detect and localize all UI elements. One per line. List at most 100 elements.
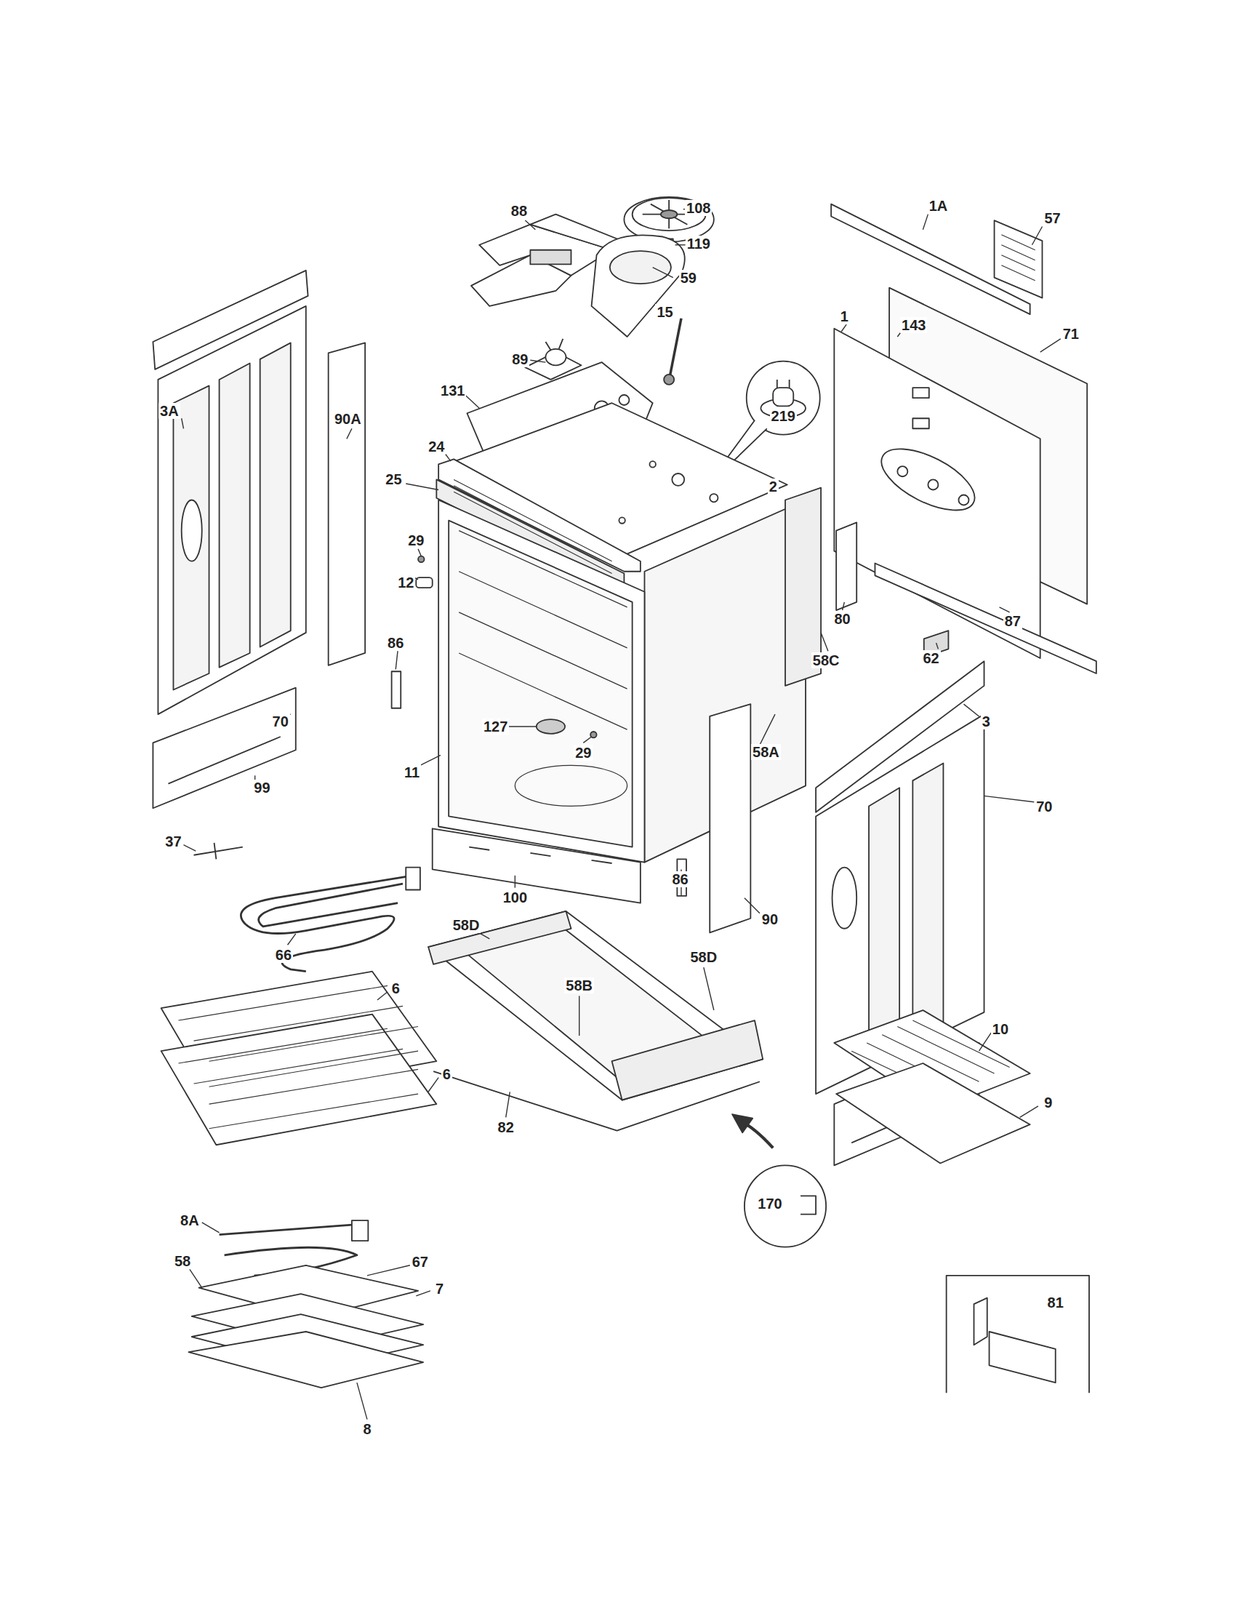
callout-number: 80 [832, 610, 852, 627]
back-panel [833, 328, 1040, 658]
leader-lines [189, 1268, 203, 1287]
back-panel [958, 494, 969, 505]
top-plate [671, 473, 685, 486]
leader-lines [395, 650, 398, 669]
callout-number: 119 [685, 235, 712, 252]
callout-number: 143 [900, 316, 927, 333]
left-side-panel [181, 500, 203, 562]
callout-number: 9 [1042, 1094, 1054, 1111]
oven-rack [178, 1028, 419, 1129]
top-plate [709, 493, 718, 502]
bracket-inset [732, 1113, 753, 1133]
leader-lines [465, 394, 480, 408]
callout-number: 59 [679, 269, 698, 286]
inset-box [989, 1331, 1056, 1383]
oven-cavity [536, 719, 565, 734]
thermal-switch [545, 348, 566, 365]
leader-lines [183, 844, 196, 851]
base-frame [433, 1070, 760, 1130]
leader-lines [287, 933, 296, 945]
back-panel [912, 387, 929, 398]
leader-lines [418, 548, 421, 557]
broil-pan [836, 1062, 1031, 1164]
temperature-probe [663, 374, 674, 385]
left-side-panel [173, 385, 209, 690]
callout-number: 37 [163, 833, 183, 850]
back-panel [872, 436, 984, 523]
leader-lines [963, 703, 979, 717]
callout-number: 70 [271, 713, 291, 730]
broil-element [194, 842, 243, 859]
leader-lines [530, 359, 546, 363]
leader-lines [979, 1032, 992, 1051]
leader-lines [936, 642, 939, 649]
back-panel [927, 479, 938, 490]
callout-number: 90 [760, 911, 780, 927]
left-side-panel [157, 306, 306, 714]
base-frame [428, 911, 571, 965]
leader-lines [842, 602, 845, 611]
small-hardware [415, 577, 432, 588]
leader-lines [420, 754, 441, 765]
callout-number: 86 [386, 634, 405, 651]
back-panel [831, 204, 1097, 674]
callout-number: 99 [252, 779, 272, 796]
thermostat-inset [777, 379, 790, 388]
callout-number: 87 [1003, 612, 1023, 629]
callout-number: 3 [980, 713, 992, 730]
right-side-panel [832, 867, 858, 929]
callout-number: 3A [158, 402, 181, 419]
left-side-panel [167, 736, 280, 784]
leader-lines [1031, 226, 1042, 245]
base-frame [428, 911, 763, 1131]
callout-number: 219 [769, 407, 797, 424]
leader-lines [583, 736, 592, 743]
back-panel [897, 466, 908, 477]
leader-lines [428, 1077, 439, 1093]
leader-lines [415, 1290, 431, 1296]
bake-element [188, 1220, 424, 1388]
leader-lines [703, 966, 714, 1010]
callout-number: 100 [501, 889, 529, 906]
broil-element [258, 883, 403, 927]
leader-lines [578, 995, 580, 1036]
leader-lines [346, 428, 352, 439]
oven-cavity [514, 764, 627, 806]
leader-lines [652, 267, 674, 278]
leader-lines [922, 214, 928, 230]
inset-box [946, 1275, 1090, 1393]
leader-lines [377, 991, 388, 1000]
callout-number: 1A [927, 197, 950, 214]
fan-housing [591, 234, 685, 337]
kick-panel [468, 847, 612, 864]
bake-element [188, 1331, 424, 1388]
fan-housing [591, 234, 685, 337]
callout-number: 8 [361, 1420, 373, 1437]
leader-lines [508, 725, 537, 727]
left-side-panel [152, 270, 308, 808]
top-plate [649, 460, 656, 467]
kick-panel [432, 828, 641, 903]
leader-lines [356, 1382, 368, 1420]
top-plate [618, 516, 625, 523]
leader-lines [367, 1265, 411, 1276]
callout-number: 25 [383, 471, 403, 488]
thermal-switch [545, 338, 563, 350]
callout-number: 58A [751, 743, 781, 760]
leader-lines [820, 632, 829, 651]
oven-cavity [458, 530, 627, 730]
back-panel [836, 522, 857, 611]
callout-number: 70 [1034, 798, 1054, 815]
broil-element [240, 875, 413, 972]
small-hardware [418, 556, 424, 563]
oven-rack [161, 1014, 437, 1146]
leader-lines [984, 795, 1035, 802]
callout-number: 88 [509, 202, 529, 219]
callout-number: 24 [426, 438, 446, 455]
callout-number: 57 [1042, 210, 1062, 227]
callout-number: 58B [564, 977, 595, 994]
callout-number: 86 [670, 871, 690, 888]
drawing-part [152, 197, 1096, 1420]
callout-number: 58D [451, 916, 482, 933]
side-trim [328, 342, 752, 933]
